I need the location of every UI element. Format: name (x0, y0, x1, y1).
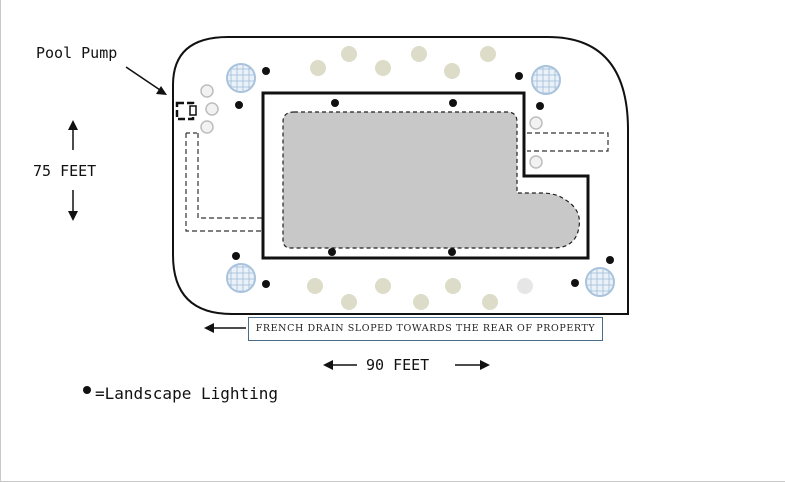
small-shrub (200, 120, 214, 134)
french-drain-left (185, 133, 262, 232)
small-plant (375, 60, 391, 76)
pump-icon (175, 101, 197, 121)
small-plants-top (310, 46, 496, 79)
landscape-light (449, 99, 457, 107)
small-plant (341, 294, 357, 310)
width-dimension-label: 90 FEET (366, 356, 430, 374)
height-dimension-label: 75 FEET (33, 162, 97, 180)
pool-pump-label: Pool Pump (36, 44, 118, 62)
width-dimension-arrows (323, 360, 490, 370)
large-shrub (226, 263, 256, 293)
landscape-light (515, 72, 523, 80)
landscape-light (331, 99, 339, 107)
small-plant (341, 46, 357, 62)
small-shrub (200, 84, 214, 98)
landscape-light (536, 102, 544, 110)
small-plant (307, 278, 323, 294)
small-plants-bottom (307, 278, 533, 310)
small-shrubs (200, 84, 543, 169)
pump-pointer-arrow (125, 66, 167, 95)
large-shrub (585, 267, 615, 297)
small-plant (375, 278, 391, 294)
legend-label: =Landscape Lighting (95, 384, 279, 403)
landscape-light (571, 279, 579, 287)
small-plant (517, 278, 533, 294)
landscape-light (262, 280, 270, 288)
landscape-light (448, 248, 456, 256)
landscape-light (235, 101, 243, 109)
landscape-lights (232, 67, 614, 288)
landscape-light (606, 256, 614, 264)
small-plant (411, 46, 427, 62)
height-dimension-arrows (68, 120, 78, 221)
landscape-light (328, 248, 336, 256)
small-shrub (529, 155, 543, 169)
pool (282, 111, 581, 249)
drain-direction-arrow (204, 323, 246, 333)
small-shrub (529, 116, 543, 130)
small-plant (413, 294, 429, 310)
landscape-light (262, 67, 270, 75)
landscape-light (232, 252, 240, 260)
large-shrubs (226, 63, 615, 297)
french-drain-right (527, 132, 609, 152)
large-shrub (226, 63, 256, 93)
small-plant (310, 60, 326, 76)
small-shrub (205, 102, 219, 116)
french-drain-label: FRENCH DRAIN SLOPED TOWARDS THE REAR OF … (248, 317, 603, 341)
legend-light-icon (83, 386, 91, 394)
small-plant (480, 46, 496, 62)
small-plant (482, 294, 498, 310)
large-shrub (531, 65, 561, 95)
small-plant (445, 278, 461, 294)
small-plant (444, 63, 460, 79)
